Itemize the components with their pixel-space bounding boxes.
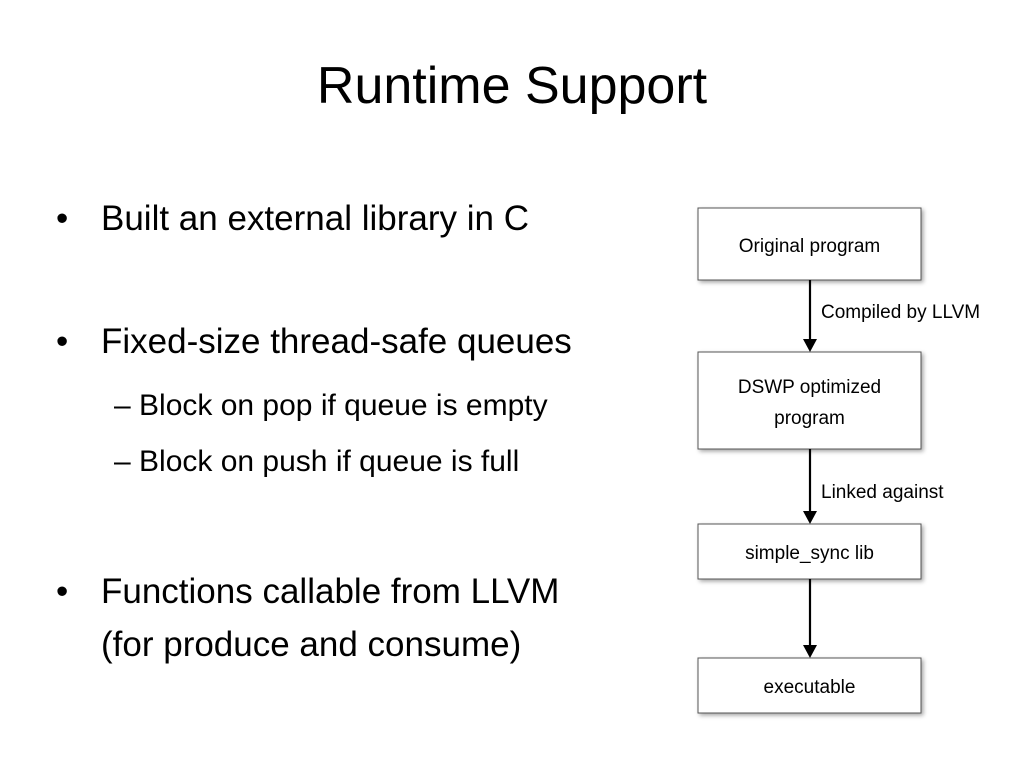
sub-bullet-text: Block on push if queue is full [139, 445, 520, 478]
bullet-text-line: Functions callable from LLVM [101, 572, 560, 611]
node-label: simple_sync lib [745, 543, 874, 564]
node-executable: executable [697, 657, 922, 714]
node-label-line: DSWP optimized [738, 377, 881, 398]
bullet-text: Built an external library in C [101, 199, 529, 238]
dash-icon: – [114, 389, 140, 422]
node-simple-sync-lib: simple_sync lib [697, 523, 922, 580]
arrow-head-icon [803, 511, 817, 524]
bullet-dot-icon: • [56, 572, 69, 611]
edge-to-executable [803, 579, 817, 658]
bullet-dot-icon: • [56, 322, 69, 361]
node-original-program: Original program [697, 207, 922, 281]
edge-compiled: Compiled by LLVM [803, 280, 980, 352]
edge-linked: Linked against [803, 449, 944, 524]
node-label: Original program [739, 236, 881, 257]
bullet-text: Fixed-size thread-safe queues [101, 322, 572, 361]
sub-bullet-text: Block on pop if queue is empty [139, 389, 548, 422]
edge-label: Compiled by LLVM [821, 302, 980, 323]
bullet-dot-icon: • [56, 199, 69, 238]
node-label-line: program [774, 408, 845, 429]
arrow-head-icon [803, 339, 817, 352]
sub-bullet-item: – Block on pop if queue is empty [114, 386, 548, 426]
edge-label: Linked against [821, 482, 944, 503]
slide-title: Runtime Support [316, 57, 708, 115]
node-dswp-optimized-program: DSWP optimized program [697, 351, 922, 450]
dash-icon: – [114, 445, 140, 478]
bullet-text-line: (for produce and consume) [101, 625, 522, 664]
sub-bullet-item: – Block on push if queue is full [114, 442, 519, 482]
arrow-head-icon [803, 645, 817, 658]
node-label: executable [764, 677, 856, 698]
